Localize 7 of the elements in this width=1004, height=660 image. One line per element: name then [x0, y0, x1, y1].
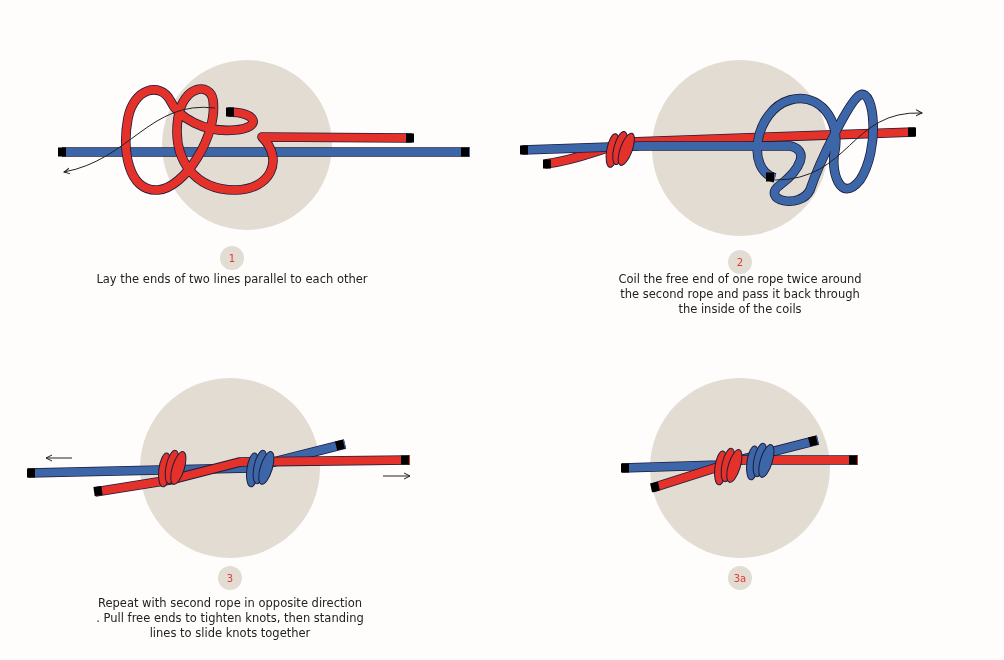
step-number: 3: [218, 566, 242, 590]
step-number: 1: [220, 246, 244, 270]
step-caption: Repeat with second rope in opposite direction . Pull free ends to tighten knots, then standing lines to slide knots together: [95, 596, 365, 641]
step-caption: Lay the ends of two lines parallel to each other: [95, 272, 369, 287]
step-caption: Coil the free end of one rope twice around the second rope and pass it back through the inside of the coils: [617, 272, 863, 317]
step-number: 2: [728, 250, 752, 274]
step-number: 3a: [728, 566, 752, 590]
